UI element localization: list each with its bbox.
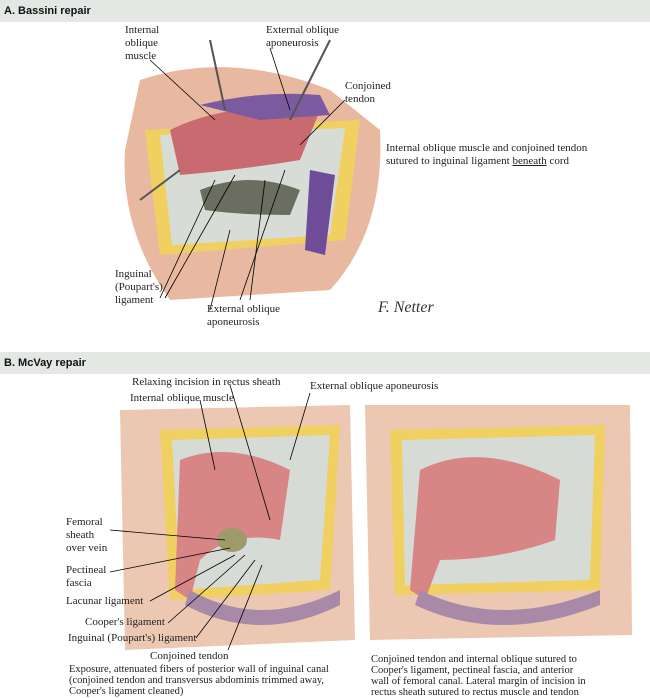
signature: F. Netter bbox=[377, 299, 434, 316]
label-inguinal-b: Inguinal (Poupart's) ligament bbox=[68, 632, 197, 644]
label-external-oblique-top-a: External oblique aponeurosis bbox=[266, 24, 340, 49]
label-lacunar-ligament: Lacunar ligament bbox=[66, 595, 144, 607]
caption-a-emphasis: beneath bbox=[512, 155, 547, 167]
label-pectineal-fascia: Pectineal fascia bbox=[66, 564, 107, 589]
section-a-header: A. Bassini repair bbox=[0, 0, 650, 22]
label-external-oblique-bottom-a: External oblique aponeurosis bbox=[207, 303, 281, 328]
caption-a: Internal oblique muscle and conjoined te… bbox=[386, 142, 587, 168]
bassini-illustration bbox=[124, 39, 381, 311]
label-coopers-ligament: Cooper's ligament bbox=[85, 616, 165, 628]
label-relaxing-incision: Relaxing incision in rectus sheath bbox=[132, 376, 281, 388]
label-femoral-sheath: Femoral sheath over vein bbox=[66, 516, 108, 554]
label-inguinal-a: Inguinal (Poupart's) ligament bbox=[115, 268, 163, 306]
caption-a-text: Internal oblique muscle and conjoined te… bbox=[386, 142, 588, 167]
label-conjoined-b: Conjoined tendon bbox=[150, 650, 229, 662]
label-internal-oblique-a: Internal oblique muscle bbox=[125, 24, 160, 62]
caption-b-right: Conjoined tendon and internal oblique su… bbox=[371, 654, 586, 698]
mcvay-sutured-illustration bbox=[365, 405, 632, 640]
caption-b-left: Exposure, attenuated fibers of posterior… bbox=[69, 664, 329, 697]
caption-a-end: cord bbox=[546, 155, 569, 167]
section-b-header: B. McVay repair bbox=[0, 352, 650, 374]
label-internal-oblique-b: Internal oblique muscle bbox=[130, 392, 234, 404]
mcvay-exposure-illustration bbox=[109, 384, 355, 651]
label-external-oblique-b: External oblique aponeurosis bbox=[310, 380, 439, 392]
label-conjoined-a: Conjoined tendon bbox=[345, 80, 391, 105]
